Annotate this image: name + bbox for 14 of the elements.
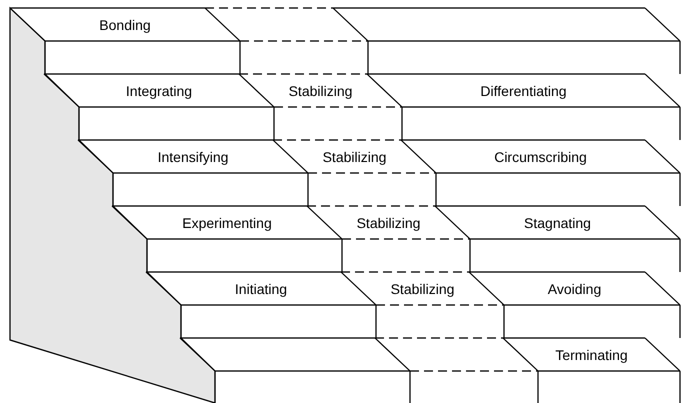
step-label: Stagnating — [524, 216, 591, 230]
step-label: Integrating — [126, 84, 192, 98]
step-label: Terminating — [555, 348, 628, 362]
step-label: Stabilizing — [288, 84, 352, 98]
step-label: Experimenting — [182, 216, 272, 230]
step-label: Initiating — [234, 282, 288, 296]
step-label: Intensifying — [158, 150, 228, 164]
step-label: Differentiating — [480, 84, 567, 98]
step-label: Bonding — [99, 18, 151, 32]
step-label: Avoiding — [548, 282, 602, 296]
step-label: Stabilizing — [356, 216, 420, 230]
step-label: Stabilizing — [322, 150, 386, 164]
step-label: Circumscribing — [494, 150, 587, 164]
step-label: Stabilizing — [390, 282, 454, 296]
